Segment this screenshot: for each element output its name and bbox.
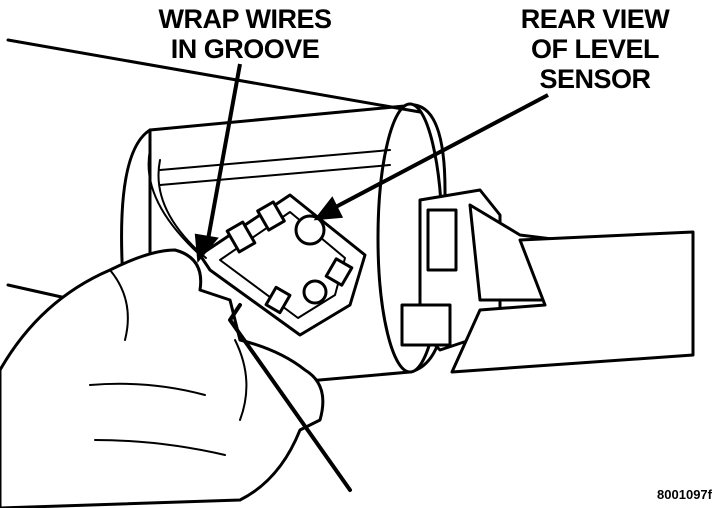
arrowhead-wrap-wires <box>194 233 219 263</box>
arrowhead-rear-view <box>313 196 344 221</box>
wiring-harness-plate <box>450 230 695 374</box>
leader-line-wrap-wires <box>205 63 242 246</box>
sensor-wire <box>157 159 207 259</box>
callout-wrap-wires: WRAP WIRES IN GROOVE <box>140 4 350 64</box>
leader-line-rear-view <box>329 93 549 212</box>
callout-line: WRAP WIRES <box>158 4 332 34</box>
figure-code: 8001097f <box>657 487 712 502</box>
float-arm-rod <box>228 303 352 492</box>
level-sensor <box>198 193 367 337</box>
hand <box>0 248 325 508</box>
callout-rear-view: REAR VIEW OF LEVEL SENSOR <box>490 4 700 94</box>
callout-line: IN GROOVE <box>170 34 320 64</box>
callout-line: REAR VIEW <box>520 4 670 34</box>
tank-seam-line <box>6 38 422 114</box>
sensor-wire <box>147 149 201 256</box>
callout-line: OF LEVEL <box>530 34 660 64</box>
callout-line: SENSOR <box>539 64 651 94</box>
